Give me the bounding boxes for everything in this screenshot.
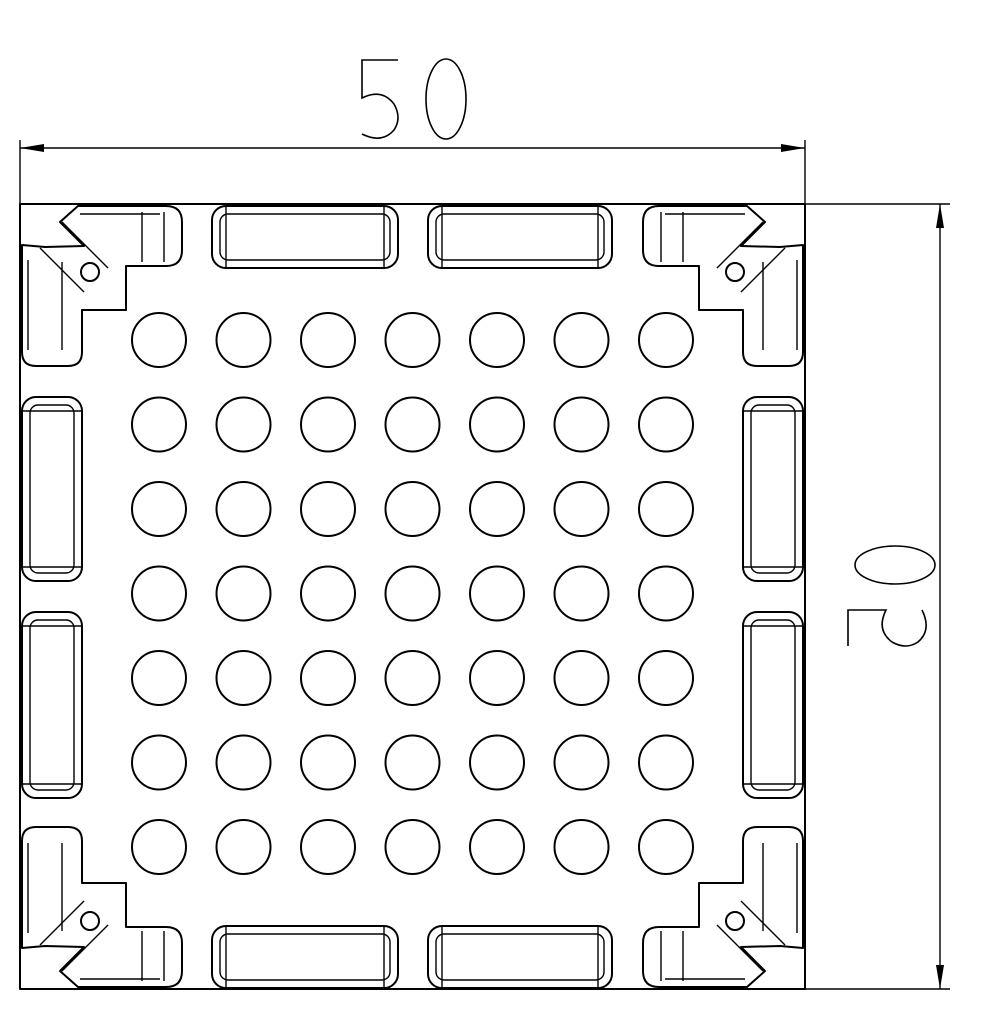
edge-slot bbox=[211, 205, 399, 269]
hole bbox=[553, 819, 610, 875]
hole bbox=[384, 819, 441, 875]
width-arrow-left bbox=[20, 144, 44, 152]
edge-slots bbox=[21, 205, 804, 989]
width-dimension-text: 50 bbox=[410, 96, 416, 101]
edge-slot bbox=[742, 611, 804, 799]
hole bbox=[215, 650, 272, 706]
edge-slot bbox=[742, 396, 804, 582]
hole bbox=[215, 312, 272, 368]
hole bbox=[469, 312, 525, 368]
corner-features bbox=[21, 205, 804, 988]
dimension-lines bbox=[19, 140, 950, 990]
hole bbox=[131, 819, 187, 875]
hole bbox=[300, 734, 356, 791]
hole bbox=[300, 565, 356, 622]
hole bbox=[384, 565, 441, 622]
hole bbox=[131, 565, 187, 622]
hole bbox=[638, 396, 694, 453]
width-dimension-label: 50 bbox=[361, 58, 467, 140]
hole bbox=[131, 312, 187, 368]
hole bbox=[553, 481, 610, 537]
hole bbox=[638, 312, 694, 368]
hole bbox=[638, 819, 694, 875]
hole bbox=[469, 396, 525, 453]
hole bbox=[131, 481, 187, 537]
hole bbox=[300, 819, 356, 875]
height-dimension-label: 50 bbox=[847, 545, 936, 647]
hole bbox=[553, 396, 610, 453]
corner-feature bbox=[642, 205, 804, 367]
edge-slot bbox=[427, 925, 613, 989]
edge-slot bbox=[427, 205, 613, 269]
hole bbox=[638, 734, 694, 791]
hole bbox=[215, 565, 272, 622]
hole bbox=[638, 650, 694, 706]
hole bbox=[638, 565, 694, 622]
hole bbox=[469, 734, 525, 791]
hole bbox=[215, 396, 272, 453]
hole bbox=[131, 650, 187, 706]
corner-feature bbox=[21, 826, 183, 988]
hole bbox=[469, 565, 525, 622]
edge-slot bbox=[211, 925, 399, 989]
hole bbox=[215, 734, 272, 791]
hole bbox=[300, 650, 356, 706]
hole bbox=[215, 819, 272, 875]
corner-feature bbox=[21, 205, 183, 367]
hole bbox=[638, 481, 694, 537]
height-dimension-text: 50 bbox=[890, 596, 896, 601]
hole bbox=[384, 481, 441, 537]
corner-feature bbox=[642, 826, 804, 988]
hole bbox=[553, 650, 610, 706]
hole bbox=[469, 481, 525, 537]
hole bbox=[384, 396, 441, 453]
hole bbox=[469, 819, 525, 875]
hole bbox=[553, 734, 610, 791]
hole bbox=[553, 565, 610, 622]
hole bbox=[300, 396, 356, 453]
hole bbox=[215, 481, 272, 537]
height-arrow-bottom bbox=[936, 965, 944, 989]
hole bbox=[131, 734, 187, 791]
hole bbox=[553, 312, 610, 368]
hole bbox=[131, 396, 187, 453]
hole-grid bbox=[131, 312, 694, 875]
hole bbox=[384, 650, 441, 706]
hole bbox=[384, 734, 441, 791]
hole bbox=[469, 650, 525, 706]
plate-outline bbox=[19, 203, 806, 990]
edge-slot bbox=[21, 611, 83, 799]
height-arrow-top bbox=[936, 204, 944, 228]
hole bbox=[300, 312, 356, 368]
width-arrow-right bbox=[781, 144, 805, 152]
hole bbox=[384, 312, 441, 368]
edge-slot bbox=[21, 396, 83, 582]
hole bbox=[300, 481, 356, 537]
